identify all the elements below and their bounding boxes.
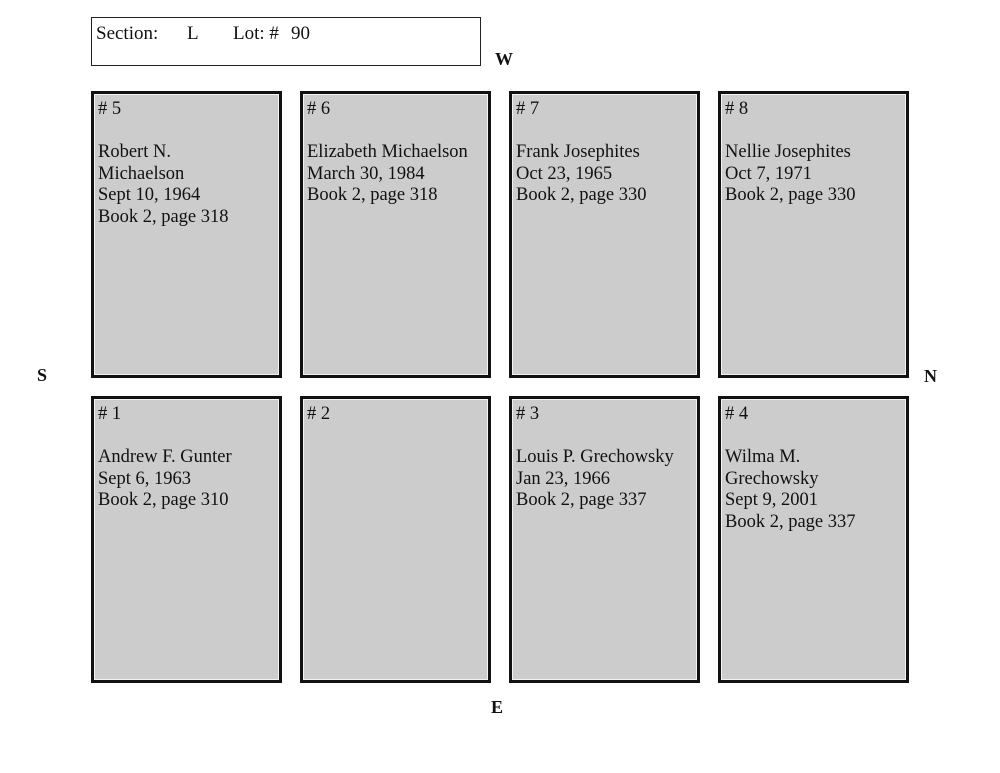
plot-line: Louis P. Grechowsky: [516, 447, 674, 467]
plot-number: # 1: [98, 404, 122, 424]
plot-number: # 2: [307, 404, 331, 424]
plot-line: Nellie Josephites: [725, 142, 851, 162]
plot-number: # 8: [725, 99, 749, 119]
plot-line: Oct 23, 1965: [516, 163, 613, 184]
section-value: L: [187, 23, 199, 44]
plot-2: # 2: [300, 396, 491, 683]
compass-north: N: [924, 366, 937, 386]
plot-line: Wilma M.: [725, 447, 801, 467]
plot-line: Book 2, page 318: [307, 185, 438, 205]
section-lot-header: Section: L Lot: # 90: [91, 17, 481, 66]
plot-number: # 5: [98, 99, 122, 119]
plot-5: # 5 Robert N. Michaelson Sept 10, 1964 B…: [91, 91, 282, 378]
compass-east: E: [491, 697, 504, 717]
plot-line: Book 2, page 330: [516, 185, 647, 205]
plot-7: # 7 Frank Josephites Oct 23, 1965 Book 2…: [509, 91, 700, 378]
plot-number: # 4: [725, 404, 749, 424]
plot-line: Book 2, page 337: [725, 511, 856, 532]
plot-3: # 3 Louis P. Grechowsky Jan 23, 1966 Boo…: [509, 396, 700, 683]
plot-6: # 6 Elizabeth Michaelson March 30, 1984 …: [300, 91, 491, 378]
plot-line: Book 2, page 310: [98, 490, 229, 510]
plot-line: Book 2, page 318: [98, 206, 229, 227]
plot-1: # 1 Andrew F. Gunter Sept 6, 1963 Book 2…: [91, 396, 282, 683]
plot-4: # 4 Wilma M. Grechowsky Sept 9, 2001 Boo…: [718, 396, 909, 683]
compass-south: S: [37, 365, 48, 385]
plot-line: Book 2, page 330: [725, 185, 856, 205]
plot-8: # 8 Nellie Josephites Oct 7, 1971 Book 2…: [718, 91, 909, 378]
plot-line: Andrew F. Gunter: [98, 447, 232, 467]
plot-line: March 30, 1984: [307, 163, 425, 184]
plot-line: Sept 6, 1963: [98, 468, 192, 489]
plot-line: Jan 23, 1966: [516, 468, 611, 489]
lot-label: Lot: #: [233, 23, 279, 44]
section-label: Section:: [96, 23, 159, 44]
plot-line: Sept 10, 1964: [98, 185, 201, 205]
compass-west: W: [495, 49, 513, 69]
plot-line: Sept 9, 2001: [725, 490, 819, 510]
plot-line: Elizabeth Michaelson: [307, 142, 468, 162]
plot-number: # 3: [516, 404, 540, 424]
plot-line: Oct 7, 1971: [725, 163, 812, 184]
plot-line: Robert N.: [98, 142, 171, 162]
plot-number: # 7: [516, 99, 540, 119]
plot-line: Michaelson: [98, 163, 185, 184]
lot-value: 90: [291, 23, 310, 44]
plot-line: Grechowsky: [725, 468, 819, 489]
plot-line: Frank Josephites: [516, 142, 640, 162]
plot-number: # 6: [307, 99, 331, 119]
plot-line: Book 2, page 337: [516, 490, 647, 510]
